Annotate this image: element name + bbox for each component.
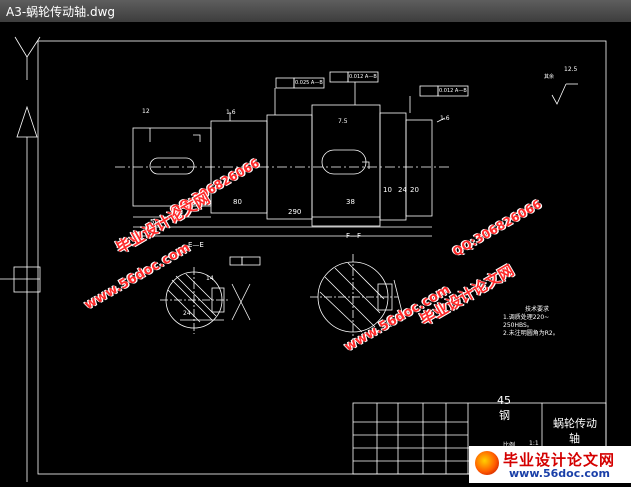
- dim-d10: 7.5: [338, 118, 348, 125]
- part-name-line-1: 蜗轮传动: [553, 417, 597, 430]
- material-name: 钢: [499, 409, 510, 422]
- ucs-icon: [0, 36, 41, 482]
- dim-d5: 24: [398, 186, 407, 194]
- drawing-scale-label: 比例: [503, 440, 515, 449]
- section-f-f: [310, 254, 403, 340]
- section-label-e-e: E—E: [188, 241, 204, 249]
- tolerance-frame-2: 0.012 A—B: [349, 74, 377, 80]
- dim-ee: 24: [183, 310, 191, 317]
- notes-heading: 技术要求: [525, 306, 550, 313]
- dim-d4: 10: [383, 186, 392, 194]
- dim-d2: 80: [233, 198, 242, 206]
- notes-line-3: 2.未注明圆角为R2。: [503, 330, 559, 337]
- roughness-value: 12.5: [564, 66, 578, 73]
- dim-d6: 20: [410, 186, 419, 194]
- logo-ball-icon: [475, 451, 499, 475]
- tolerance-frame-1: 0.025 A—B: [295, 80, 323, 86]
- material-number: 45: [497, 394, 511, 407]
- site-logo: 毕业设计论文网 www.56doc.com: [469, 446, 631, 483]
- roughness-other-label: 其余: [544, 74, 555, 80]
- window-title: A3-蜗轮传动轴.dwg: [6, 5, 116, 19]
- minimize-button[interactable]: [541, 0, 571, 22]
- logo-url-text: www.56doc.com: [509, 467, 610, 480]
- tolerance-frame-3: 0.012 A—B: [439, 88, 467, 94]
- dim-total-length: 290: [288, 208, 302, 216]
- logo-chinese-text: 毕业设计论文网: [503, 451, 616, 469]
- dim-key-ee: 14: [206, 275, 214, 282]
- section-label-f-f: F—F: [346, 232, 362, 240]
- dim-d3: 38: [346, 198, 355, 206]
- roughness-symbol: [551, 83, 578, 105]
- part-name-line-2: 轴: [569, 432, 580, 445]
- dim-d1: 50: [150, 218, 159, 226]
- drawing-border: [37, 40, 607, 475]
- shaft-main-view: [115, 71, 469, 237]
- cad-drawing: [0, 36, 607, 482]
- technical-notes: 技术要求 1.调质处理220~ 250HBS。 2.未注明圆角为R2。: [503, 306, 559, 338]
- maximize-button[interactable]: [571, 0, 601, 22]
- notes-line-2: 250HBS。: [503, 322, 533, 329]
- dim-key-ff: 12: [385, 322, 393, 329]
- dim-d7: 1.6: [226, 109, 236, 116]
- section-e-e: [160, 256, 261, 334]
- window-controls: [541, 0, 631, 22]
- drawing-scale-value: 1:1: [529, 440, 539, 447]
- window-titlebar: A3-蜗轮传动轴.dwg: [0, 0, 631, 23]
- close-button[interactable]: [601, 0, 631, 22]
- dim-d9: 12: [142, 108, 150, 115]
- notes-line-1: 1.调质处理220~: [503, 314, 550, 321]
- drawing-canvas[interactable]: 290 50 80 38 10 24 20 1.6 1.6 12 7.5 24 …: [0, 22, 631, 483]
- dim-d8: 1.6: [440, 115, 450, 122]
